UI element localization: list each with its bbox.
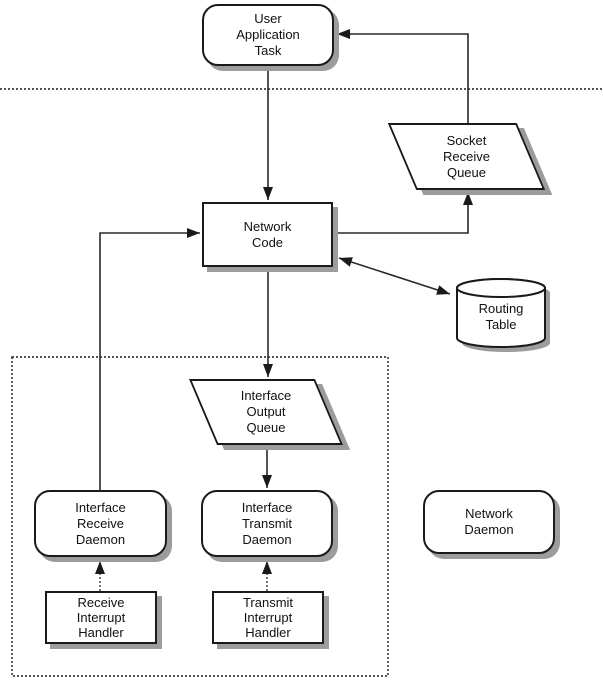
node-interface-output-queue: Interface Output Queue xyxy=(188,379,344,445)
node-network-daemon-label: Network Daemon xyxy=(464,506,514,537)
node-interface-transmit-daemon-label: Interface Transmit Daemon xyxy=(241,499,293,547)
node-network-code-label: Network Code xyxy=(243,218,292,250)
edge-socket-queue-to-app xyxy=(337,29,469,123)
routing-table-cylinder xyxy=(456,278,550,352)
node-socket-receive-queue: Socket Receive Queue xyxy=(387,123,546,190)
interface-group-dotted-rect xyxy=(11,356,389,677)
node-routing-table-label: Routing Table xyxy=(478,301,524,332)
node-user-application-task-label: User Application Task xyxy=(236,11,300,58)
node-interface-receive-daemon: Interface Receive Daemon xyxy=(34,490,167,557)
node-interface-output-queue-label: Interface Output Queue xyxy=(240,388,292,435)
node-interface-receive-daemon-label: Interface Receive Daemon xyxy=(75,499,126,547)
edge-network-code-routing-table-bidirectional xyxy=(338,257,451,295)
node-transmit-interrupt-handler: Transmit Interrupt Handler xyxy=(212,591,324,644)
node-socket-receive-queue-label: Socket Receive Queue xyxy=(443,132,490,180)
node-interface-transmit-daemon: Interface Transmit Daemon xyxy=(201,490,333,557)
edge-receive-daemon-to-network-code xyxy=(99,228,200,490)
node-network-daemon: Network Daemon xyxy=(423,490,555,554)
node-receive-interrupt-handler: Receive Interrupt Handler xyxy=(45,591,157,644)
edge-network-code-to-socket-queue xyxy=(334,192,473,234)
node-receive-interrupt-handler-label: Receive Interrupt Handler xyxy=(76,595,126,640)
node-network-code: Network Code xyxy=(202,202,333,267)
node-user-application-task: User Application Task xyxy=(202,4,334,66)
node-transmit-interrupt-handler-label: Transmit Interrupt Handler xyxy=(242,595,294,640)
node-routing-table: Routing Table xyxy=(457,296,545,338)
